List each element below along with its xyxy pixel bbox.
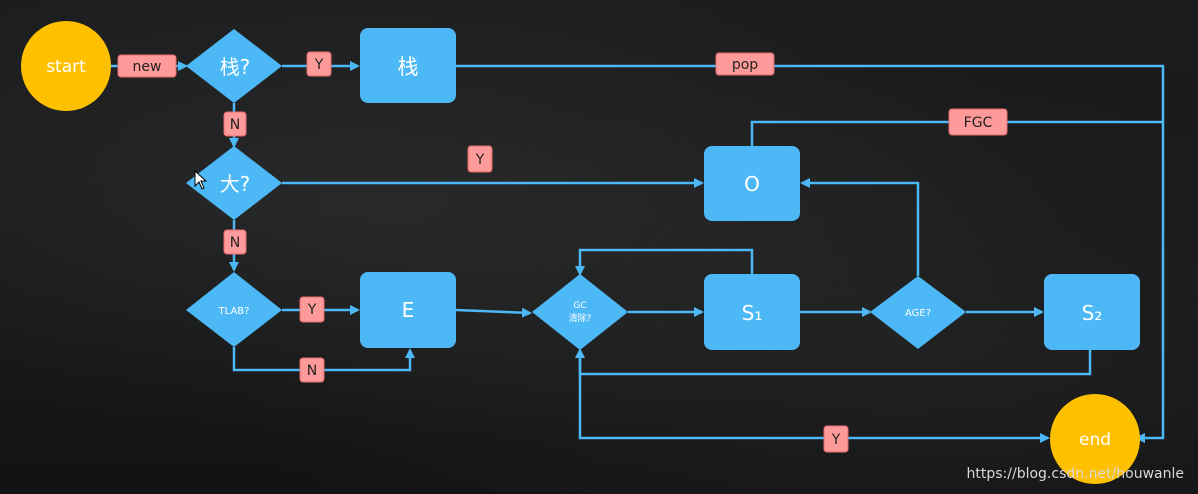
big-decision-label: 大? bbox=[220, 172, 251, 196]
eden-node bbox=[360, 272, 456, 348]
stack-yes-label: Y bbox=[314, 57, 324, 73]
edge-s1-to-gc-q bbox=[575, 248, 754, 276]
age-decision-label: AGE? bbox=[905, 308, 931, 319]
stack-node-label: 栈 bbox=[398, 55, 419, 79]
big-no-label: N bbox=[230, 235, 240, 251]
old-gen-label: O bbox=[744, 172, 760, 196]
new-label: new bbox=[133, 59, 162, 75]
gc-clear-label-line1: GC bbox=[573, 301, 586, 311]
mouse-cursor-icon bbox=[194, 170, 208, 190]
tlab-no-box bbox=[299, 357, 325, 383]
end-node bbox=[1050, 394, 1140, 484]
fgc-label: FGC bbox=[964, 115, 993, 131]
pop-label: pop bbox=[732, 57, 758, 73]
tlab-no-label: N bbox=[307, 363, 317, 379]
edge-eden-to-gc-q bbox=[455, 307, 532, 318]
stack-yes-box bbox=[306, 51, 332, 77]
survivor2-node bbox=[1044, 274, 1140, 350]
old-gen-node bbox=[704, 146, 800, 221]
age-decision bbox=[870, 276, 966, 349]
eden-label: E bbox=[402, 298, 415, 322]
gc-yes-box bbox=[823, 425, 849, 453]
pop-label-box bbox=[715, 52, 775, 76]
gc-clear-label-line2: 清除? bbox=[569, 312, 592, 324]
new-label-box bbox=[117, 54, 177, 78]
connectors bbox=[111, 61, 1165, 443]
tlab-yes-label: Y bbox=[307, 302, 317, 318]
survivor1-node bbox=[704, 274, 800, 350]
big-no-box bbox=[223, 229, 247, 255]
start-node bbox=[21, 21, 111, 111]
big-yes-box bbox=[467, 145, 493, 173]
edge-s2-to-gc-q bbox=[575, 348, 1092, 376]
edge-labels: new Y pop FGC N Y N Y N Y bbox=[117, 51, 1008, 453]
survivor2-label: S₂ bbox=[1082, 301, 1103, 325]
tlab-yes-box bbox=[299, 296, 325, 323]
gc-clear-decision bbox=[532, 274, 628, 350]
edge-stack-to-end bbox=[456, 64, 1165, 443]
stack-no-box bbox=[223, 111, 247, 137]
big-yes-label: Y bbox=[475, 152, 485, 168]
stack-no-label: N bbox=[230, 117, 240, 133]
end-label: end bbox=[1079, 430, 1111, 450]
big-decision bbox=[186, 146, 282, 220]
fgc-label-box bbox=[948, 108, 1008, 136]
tlab-decision bbox=[186, 272, 282, 347]
stack-decision bbox=[186, 29, 282, 103]
survivor1-label: S₁ bbox=[742, 301, 763, 325]
edge-age-q-to-old bbox=[800, 178, 920, 276]
stack-node bbox=[360, 28, 456, 103]
edge-gc-q-to-end bbox=[578, 350, 1050, 443]
tlab-decision-label: TLAB? bbox=[218, 306, 250, 317]
stack-decision-label: 栈? bbox=[220, 55, 251, 79]
start-label: start bbox=[46, 57, 86, 77]
nodes: start 栈? 栈 大? O TLAB? E GC 清除? S₁ AGE? S… bbox=[21, 21, 1140, 484]
watermark: https://blog.csdn.net/houwanle bbox=[966, 466, 1184, 482]
edge-old-to-end bbox=[750, 120, 1163, 146]
gc-yes-label: Y bbox=[831, 432, 841, 448]
